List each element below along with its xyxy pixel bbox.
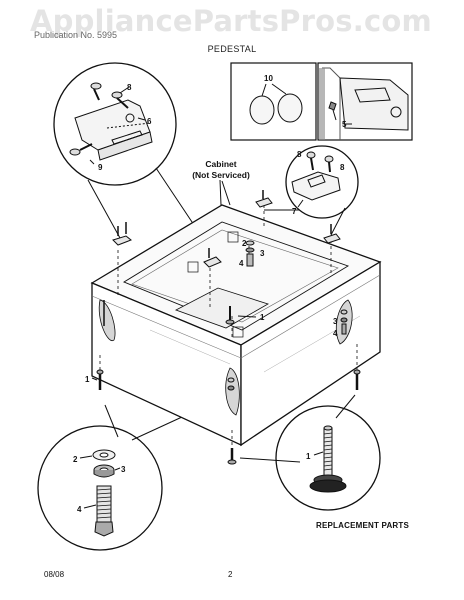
inset-plugs-box	[230, 62, 317, 141]
screw-icon	[111, 91, 129, 109]
label-part-1: 1	[260, 313, 265, 322]
label-part-2: 2	[242, 239, 247, 248]
screw-icon	[69, 143, 93, 156]
inset-corner-box	[317, 62, 413, 141]
label-part-3: 3	[333, 317, 338, 326]
watermark: AppliancePartsPros.com	[30, 4, 432, 38]
label-part-8: 8	[297, 150, 302, 159]
cabinet-callout: Cabinet (Not Serviced)	[192, 159, 250, 180]
label-part-4: 4	[239, 259, 244, 268]
label-part-10: 10	[264, 74, 273, 83]
detail-circle-bottom-left	[37, 425, 163, 551]
label-part-4: 4	[77, 505, 82, 514]
label-part-5: 5	[342, 120, 347, 129]
bracket-icon	[203, 248, 222, 268]
bracket-icon	[323, 224, 341, 244]
bolt-icon	[225, 306, 257, 325]
leveling-leg-icon	[91, 369, 104, 390]
part-number-labels: 8 6 9 10 5 8 8 7 2 3 4 1 3 4 1 2 3 4 1	[73, 74, 347, 514]
leveling-leg-icon	[353, 369, 361, 390]
cabinet-not-serviced-label: (Not Serviced)	[192, 170, 250, 180]
label-part-3: 3	[121, 465, 126, 474]
screw-icon	[324, 155, 334, 173]
leveling-leg-icon	[227, 448, 237, 465]
screw-icon	[306, 151, 316, 171]
screw-icon	[90, 82, 102, 101]
publication-line: Publication No. 5995	[34, 30, 118, 40]
replacement-parts-label: REPLACEMENT PARTS	[316, 521, 410, 530]
section-title: PEDESTAL	[207, 44, 257, 54]
label-part-9: 9	[98, 163, 103, 172]
label-part-6: 6	[147, 117, 152, 126]
washer-stack-icon	[245, 240, 255, 267]
detail-circle-bracket	[285, 145, 359, 219]
label-part-3: 3	[260, 249, 265, 258]
detail-circle-top-left	[53, 62, 177, 186]
label-part-8: 8	[340, 163, 345, 172]
label-part-8: 8	[127, 83, 132, 92]
bracket-icon	[112, 222, 132, 246]
footer-date: 08/08	[44, 570, 65, 579]
assembly-dashed-lines	[99, 205, 358, 448]
label-part-1: 1	[306, 452, 311, 461]
footer-page-number: 2	[228, 570, 233, 579]
cabinet-label: Cabinet	[205, 159, 236, 169]
detail-circle-bottom-right	[275, 405, 381, 511]
washer-stack-icon	[227, 377, 235, 391]
label-part-4: 4	[333, 329, 338, 338]
bracket-icon	[255, 190, 273, 208]
label-part-7: 7	[292, 207, 297, 216]
washer-stack-icon	[340, 309, 348, 335]
label-part-1: 1	[85, 375, 90, 384]
pedestal-cabinet	[90, 204, 382, 447]
label-part-2: 2	[73, 455, 78, 464]
